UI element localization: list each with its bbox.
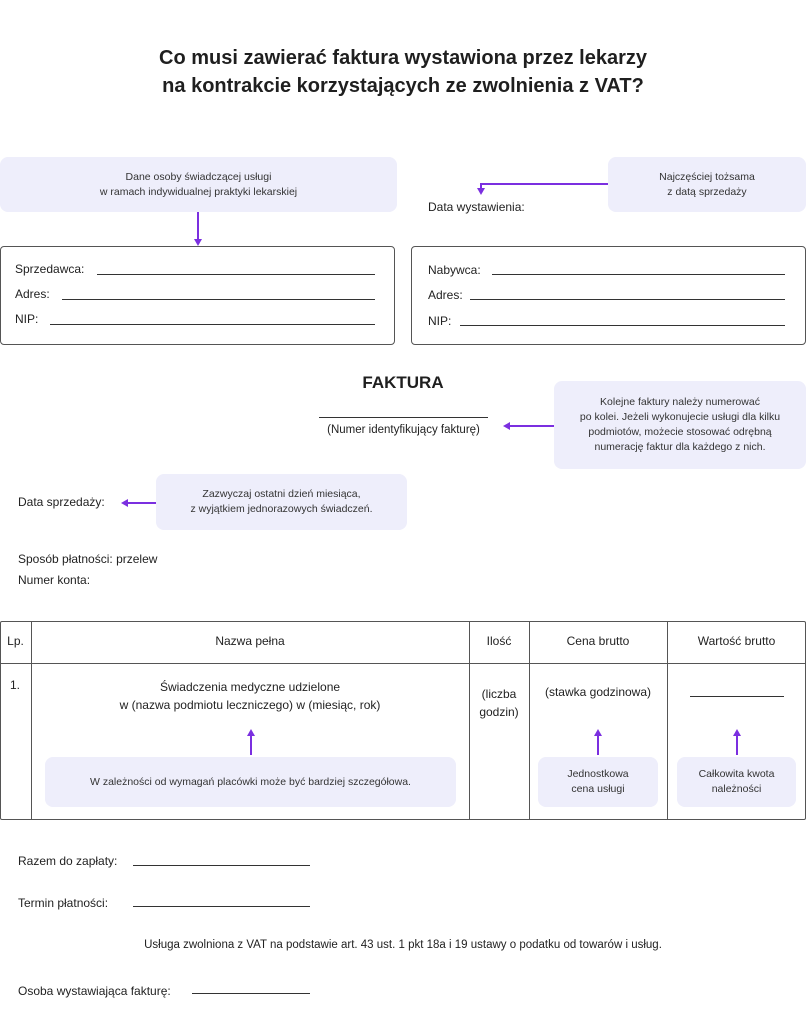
total-label: Razem do zapłaty: <box>18 854 118 868</box>
numbering-arrow-head <box>503 422 510 430</box>
buyer-nip-line[interactable] <box>460 325 785 326</box>
price-note: Jednostkowa cena usługi <box>538 757 658 807</box>
issue-date-arrow <box>480 183 608 185</box>
seller-name-label: Sprzedawca: <box>15 262 85 276</box>
sale-date-arrow-head <box>121 499 128 507</box>
sale-date-label: Data sprzedaży: <box>18 495 105 509</box>
header-qty: Ilość <box>486 634 512 648</box>
seller-note: Dane osoby świadczącej usługi w ramach i… <box>0 157 397 212</box>
invoice-number-caption: (Numer identyfikujący fakturę) <box>327 424 480 436</box>
header-value: Wartość brutto <box>697 634 776 648</box>
row-name-line-1: Świadczenia medyczne udzielone <box>159 680 341 694</box>
table-col-divider-2 <box>469 621 470 820</box>
row-name: Świadczenia medyczne udzielone w (nazwa … <box>31 678 469 714</box>
name-arrow-head <box>247 729 255 736</box>
row-price: (stawka godzinowa) <box>544 685 652 699</box>
name-arrow <box>250 735 252 755</box>
numbering-note-line-1: Kolejne faktury należy numerować <box>600 396 760 408</box>
row-name-line-2: w (nazwa podmiotu leczniczego) w (miesią… <box>119 698 381 712</box>
buyer-address-label: Adres: <box>428 288 463 302</box>
sale-date-arrow <box>128 502 156 504</box>
issue-date-arrow-head <box>477 188 485 195</box>
numbering-note-line-2: po kolei. Jeżeli wykonujecie usługi dla … <box>579 411 781 423</box>
invoice-number-line[interactable] <box>319 417 488 418</box>
seller-note-line-1: Dane osoby świadczącej usługi <box>125 170 272 183</box>
page-title: Co musi zawierać faktura wystawiona prze… <box>0 44 806 100</box>
numbering-note: Kolejne faktury należy numerować po kole… <box>554 381 806 469</box>
value-note-line-1: Całkowita kwota <box>698 768 775 780</box>
value-arrow <box>736 735 738 755</box>
seller-name-line[interactable] <box>97 274 375 275</box>
invoice-title: FAKTURA <box>362 373 444 392</box>
price-arrow <box>597 735 599 755</box>
issue-date-label: Data wystawienia: <box>428 200 525 214</box>
numbering-note-line-4: numerację faktur dla każdego z nich. <box>594 441 766 453</box>
buyer-nip-label: NIP: <box>428 314 452 328</box>
buyer-address-line[interactable] <box>470 299 785 300</box>
table-col-divider-3 <box>529 621 530 820</box>
issue-date-note: Najczęściej tożsama z datą sprzedaży <box>608 157 806 212</box>
seller-box <box>0 246 395 345</box>
value-arrow-head <box>733 729 741 736</box>
price-arrow-head <box>594 729 602 736</box>
price-note-line-2: cena usługi <box>571 783 625 795</box>
seller-arrow-head <box>194 239 202 246</box>
issue-date-note-line-2: z datą sprzedaży <box>667 185 747 198</box>
issue-date-arrow-stem <box>480 183 482 189</box>
issue-date-note-line-1: Najczęściej tożsama <box>659 170 755 183</box>
seller-address-line[interactable] <box>62 299 375 300</box>
numbering-note-line-3: podmiotów, możecie stosować odrębną <box>588 426 772 438</box>
price-note-line-1: Jednostkowa <box>567 768 629 780</box>
title-line-2: na kontrakcie korzystających ze zwolnien… <box>162 75 644 97</box>
row-lp: 1. <box>10 678 21 692</box>
total-line[interactable] <box>133 865 310 866</box>
table-col-divider-1 <box>31 621 32 820</box>
seller-note-line-2: w ramach indywidualnej praktyki lekarski… <box>99 185 298 198</box>
header-name: Nazwa pełna <box>215 634 285 648</box>
seller-nip-line[interactable] <box>50 324 375 325</box>
table-header-divider <box>0 663 806 664</box>
numbering-arrow <box>510 425 554 427</box>
row-qty-line-1: (liczba <box>481 687 517 701</box>
value-note-line-2: należności <box>711 783 762 795</box>
header-lp: Lp. <box>7 634 24 648</box>
vat-exemption-note: Usługa zwolniona z VAT na podstawie art.… <box>144 939 662 951</box>
buyer-box <box>411 246 806 345</box>
seller-address-label: Adres: <box>15 287 50 301</box>
seller-arrow <box>197 212 199 240</box>
buyer-name-label: Nabywca: <box>428 263 481 277</box>
value-note: Całkowita kwota należności <box>677 757 796 807</box>
issuer-label: Osoba wystawiająca fakturę: <box>18 984 171 998</box>
payment-method: Sposób płatności: przelew <box>18 552 158 566</box>
row-value-line[interactable] <box>690 696 784 697</box>
account-number-label: Numer konta: <box>18 573 91 587</box>
name-note: W zależności od wymagań placówki może by… <box>45 757 456 807</box>
seller-nip-label: NIP: <box>15 312 39 326</box>
buyer-name-line[interactable] <box>492 274 785 275</box>
issuer-line[interactable] <box>192 993 310 994</box>
due-date-label: Termin płatności: <box>18 896 109 910</box>
table-col-divider-4 <box>667 621 668 820</box>
sale-date-note-line-2: z wyjątkiem jednorazowych świadczeń. <box>190 503 373 515</box>
title-line-1: Co musi zawierać faktura wystawiona prze… <box>159 47 647 69</box>
row-qty-line-2: godzin) <box>479 705 519 719</box>
row-qty: (liczba godzin) <box>469 685 529 721</box>
sale-date-note-line-1: Zazwyczaj ostatni dzień miesiąca, <box>202 488 361 500</box>
sale-date-note: Zazwyczaj ostatni dzień miesiąca, z wyją… <box>156 474 407 530</box>
header-price: Cena brutto <box>566 634 630 648</box>
due-date-line[interactable] <box>133 906 310 907</box>
